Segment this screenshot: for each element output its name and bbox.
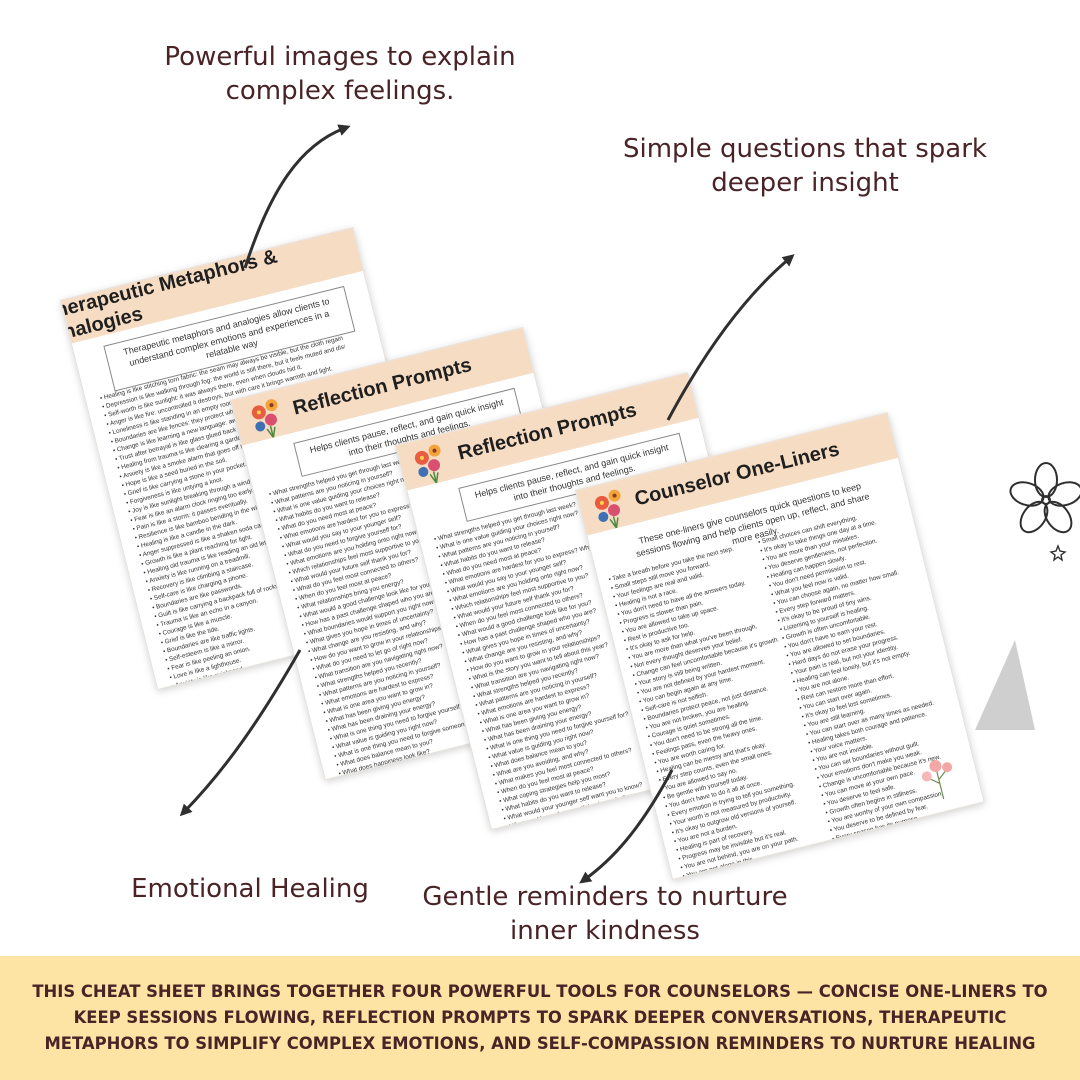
- list-item: Small acts of care add up.: [842, 843, 985, 880]
- page-reflection-1: Reflection Prompts Helps clients pause, …: [230, 326, 618, 781]
- callout-reminders: Gentle reminders to nurture inner kindne…: [422, 882, 788, 947]
- list-item: You are stronger than you remember.: [851, 878, 985, 880]
- flower-bouquet-icon: [251, 399, 278, 439]
- callout-questions: Simple questions that spark deeper insig…: [623, 134, 987, 199]
- list-item: Growth takes patience with yourself.: [690, 871, 838, 880]
- flower-bouquet-icon: [594, 489, 621, 529]
- sparkle-icon: [1049, 544, 1067, 562]
- page-oneliners: Counselor One-Liners These one-liners gi…: [575, 412, 985, 881]
- page-reflection-2: Reflection Prompts Helps clients pause, …: [395, 371, 785, 831]
- pink-flower-icon: [921, 759, 953, 800]
- list-item: It's okay to feel uncertain.: [846, 860, 984, 880]
- summary-banner: This cheat sheet brings together four po…: [0, 956, 1080, 1080]
- page-curl-shadow: [975, 640, 1035, 730]
- list-item: It's okay to celebrate your small wins.: [840, 834, 985, 879]
- flower-bouquet-icon: [414, 444, 441, 484]
- callout-healing: Emotional Healing: [131, 874, 369, 904]
- callout-images: Powerful images to explain complex feeli…: [164, 42, 516, 107]
- flower-doodle-icon: [1009, 462, 1080, 534]
- banner-text: This cheat sheet brings together four po…: [32, 982, 1048, 1053]
- list-item: You can find calm in small moments.: [849, 869, 985, 880]
- list-item: Your worth isn't measured by productivit…: [844, 851, 984, 880]
